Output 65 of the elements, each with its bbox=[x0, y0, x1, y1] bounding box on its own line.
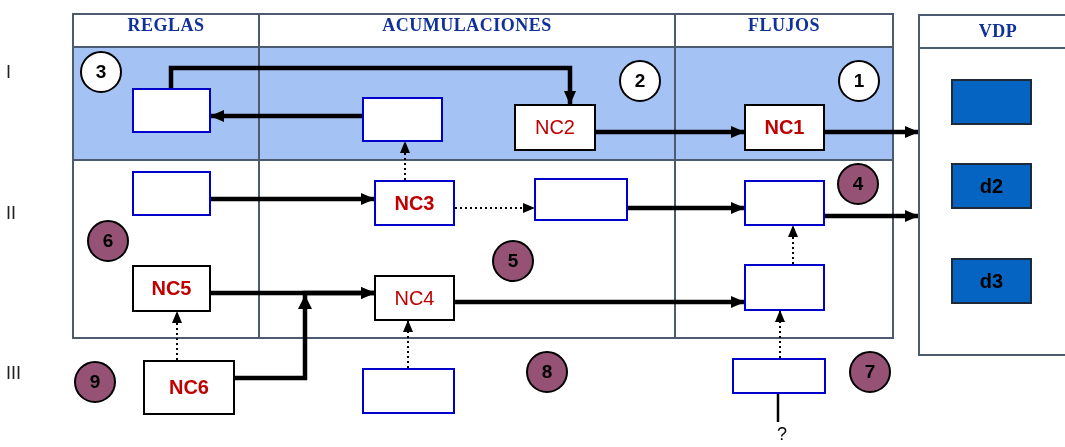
marker-number: 6 bbox=[102, 230, 114, 252]
process-box bbox=[132, 265, 211, 312]
number-marker bbox=[837, 163, 879, 205]
column-header: FLUJOS bbox=[747, 15, 821, 36]
row-label: II bbox=[6, 203, 16, 224]
filled-box bbox=[951, 163, 1032, 209]
number-marker bbox=[849, 351, 891, 393]
empty-process-box bbox=[744, 180, 825, 226]
number-marker bbox=[492, 240, 534, 282]
row-label: I bbox=[6, 62, 11, 83]
empty-process-box bbox=[534, 178, 628, 221]
marker-number: 3 bbox=[95, 61, 107, 83]
box-label: d3 bbox=[979, 269, 1004, 293]
box-label: NC2 bbox=[535, 116, 575, 139]
empty-process-box bbox=[732, 358, 826, 394]
dotted-arrow bbox=[788, 225, 798, 265]
arrow bbox=[211, 193, 375, 205]
empty-process-box bbox=[132, 88, 211, 133]
empty-process-box bbox=[362, 368, 455, 414]
arrow bbox=[210, 110, 362, 122]
process-box bbox=[514, 104, 596, 151]
number-marker bbox=[74, 361, 116, 403]
empty-filled-box bbox=[951, 79, 1032, 125]
panel-heading: VDP bbox=[978, 21, 1018, 42]
column-header: REGLAS bbox=[126, 15, 206, 36]
arrow bbox=[235, 287, 375, 381]
marker-number: 9 bbox=[89, 371, 101, 393]
dotted-arrow bbox=[775, 310, 785, 359]
marker-number: 1 bbox=[853, 70, 865, 92]
empty-process-box bbox=[744, 264, 825, 311]
dotted-arrow bbox=[172, 311, 182, 361]
arrow bbox=[825, 210, 919, 222]
row-label: III bbox=[6, 363, 21, 384]
box-label: NC1 bbox=[764, 116, 805, 139]
box-label: NC4 bbox=[394, 286, 435, 310]
empty-process-box bbox=[132, 171, 211, 216]
marker-number: 8 bbox=[541, 361, 553, 383]
arrow bbox=[825, 126, 919, 138]
process-box bbox=[374, 275, 455, 321]
filled-box bbox=[951, 258, 1032, 304]
process-box bbox=[744, 104, 825, 151]
dotted-arrow bbox=[400, 141, 410, 181]
arrow bbox=[628, 202, 745, 214]
marker-number: 4 bbox=[852, 173, 864, 195]
arrow bbox=[168, 65, 576, 105]
box-label: d2 bbox=[979, 174, 1004, 198]
question-mark: ? bbox=[768, 422, 796, 446]
process-box bbox=[374, 180, 455, 226]
arrow bbox=[596, 126, 745, 138]
empty-process-box bbox=[362, 97, 443, 142]
process-box bbox=[143, 360, 235, 415]
box-label: NC5 bbox=[151, 277, 192, 300]
marker-number: 7 bbox=[864, 361, 876, 383]
connector-line bbox=[776, 394, 780, 422]
column-header: ACUMULACIONES bbox=[381, 15, 553, 36]
box-label: NC3 bbox=[394, 191, 435, 215]
vdp-panel bbox=[918, 14, 1065, 356]
dotted-arrow bbox=[403, 320, 413, 369]
dotted-arrow bbox=[454, 203, 535, 213]
marker-number: 5 bbox=[507, 250, 519, 272]
box-label: NC6 bbox=[169, 376, 209, 399]
number-marker bbox=[526, 351, 568, 393]
number-marker bbox=[87, 220, 129, 262]
arrow bbox=[455, 296, 745, 308]
marker-number: 2 bbox=[634, 70, 646, 92]
